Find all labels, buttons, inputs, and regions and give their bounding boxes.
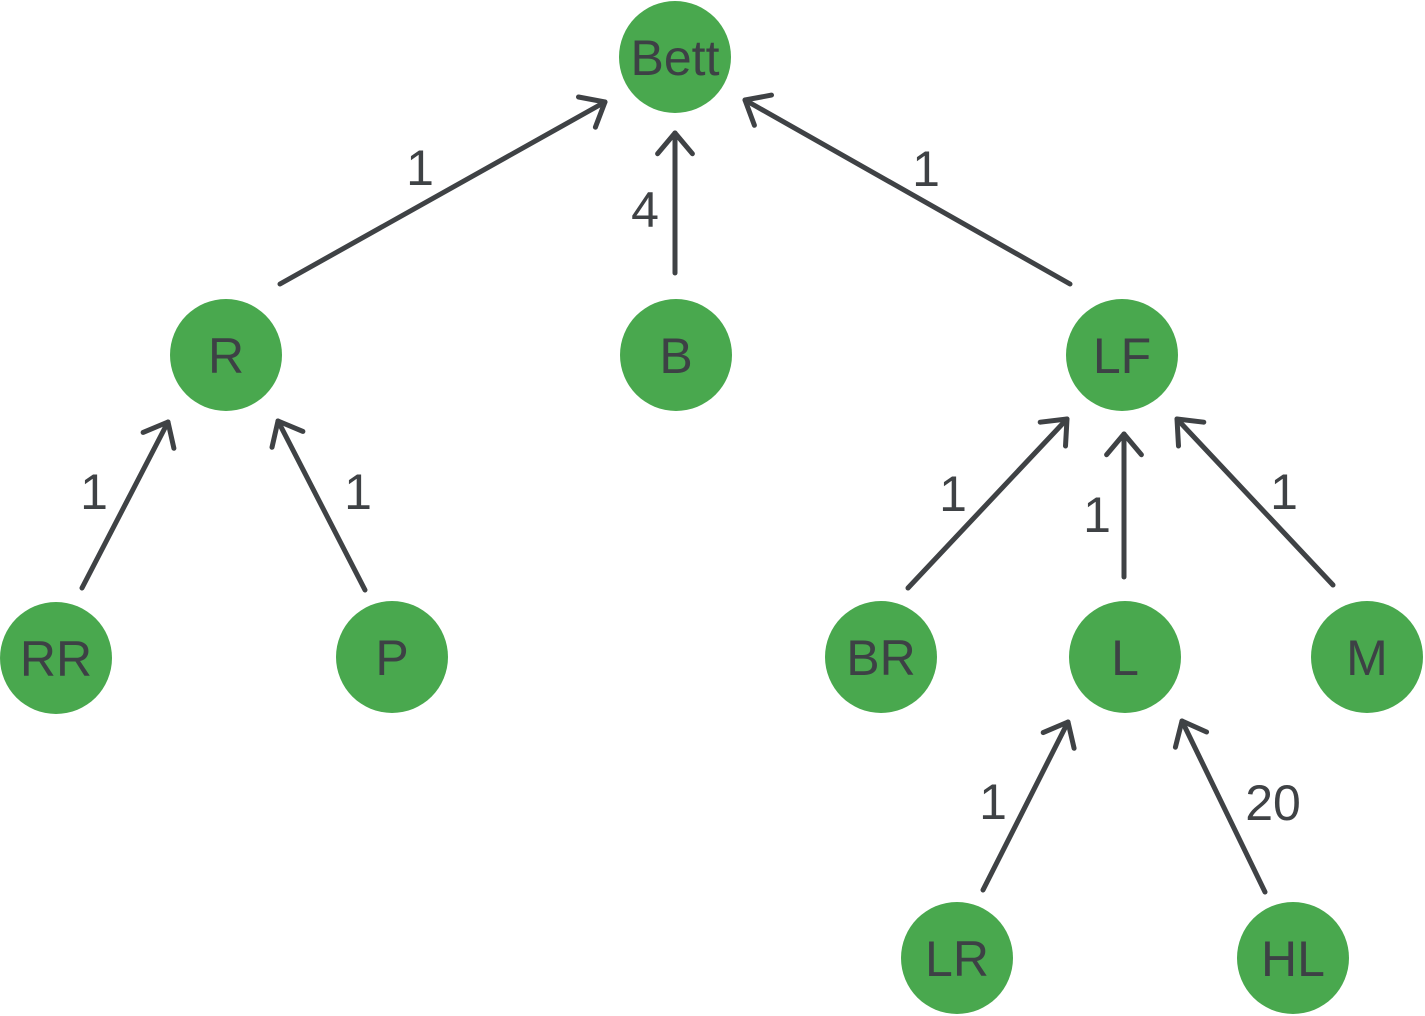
arrowhead-icon <box>576 94 608 130</box>
edge-line <box>79 419 171 591</box>
node-circle[interactable] <box>1069 601 1181 713</box>
node-label: M <box>1346 630 1388 686</box>
node-circle[interactable] <box>825 601 937 713</box>
edge-LR-to-L: 1 <box>979 719 1077 893</box>
edge-line <box>1179 718 1268 895</box>
node-circle[interactable] <box>620 299 732 411</box>
node-LF[interactable]: LF <box>1066 299 1178 411</box>
edge-line <box>275 418 368 593</box>
edge-weight-label: 1 <box>939 466 967 522</box>
node-label: P <box>375 630 408 686</box>
node-Bett[interactable]: Bett <box>619 1 731 113</box>
node-label: HL <box>1261 931 1325 987</box>
arrowhead-icon <box>655 130 695 157</box>
arrowhead-icon <box>1104 431 1144 458</box>
node-label: LF <box>1093 328 1151 384</box>
node-label: L <box>1111 630 1139 686</box>
edge-R-to-Bett: 1 <box>277 94 608 287</box>
node-L[interactable]: L <box>1069 601 1181 713</box>
node-M[interactable]: M <box>1311 601 1423 713</box>
edge-line <box>742 97 1073 287</box>
node-label: BR <box>846 630 915 686</box>
edge-B-to-Bett: 4 <box>631 130 695 276</box>
node-B[interactable]: B <box>620 299 732 411</box>
edge-L-to-LF: 1 <box>1083 431 1144 580</box>
edge-line <box>1174 416 1336 588</box>
edge-M-to-LF: 1 <box>1174 416 1336 588</box>
node-HL[interactable]: HL <box>1237 902 1349 1014</box>
edge-weight-label: 1 <box>1270 464 1298 520</box>
arrowhead-icon <box>1040 719 1077 751</box>
edge-HL-to-L: 20 <box>1172 718 1301 895</box>
arrowhead-icon <box>742 92 774 128</box>
arrowhead-icon <box>1037 416 1070 449</box>
node-label: LR <box>925 931 989 987</box>
node-R[interactable]: R <box>170 299 282 411</box>
edge-weight-label: 1 <box>1083 487 1111 543</box>
edge-LF-to-Bett: 1 <box>742 92 1073 287</box>
node-circle[interactable] <box>1066 299 1178 411</box>
node-circle[interactable] <box>619 1 731 113</box>
edge-weight-label: 1 <box>80 464 108 520</box>
edge-weight-label: 1 <box>406 140 434 196</box>
edge-BR-to-LF: 1 <box>905 416 1070 591</box>
node-circle[interactable] <box>336 601 448 713</box>
node-label: B <box>659 328 692 384</box>
node-P[interactable]: P <box>336 601 448 713</box>
node-circle[interactable] <box>0 602 112 714</box>
edge-weight-label: 1 <box>912 141 940 197</box>
arrowhead-icon <box>1174 416 1207 449</box>
edge-weight-label: 1 <box>979 774 1007 830</box>
node-label: RR <box>20 631 92 687</box>
node-LR[interactable]: LR <box>901 902 1013 1014</box>
edge-line <box>277 99 608 287</box>
node-circle[interactable] <box>1311 601 1423 713</box>
node-label: Bett <box>631 30 720 86</box>
node-circle[interactable] <box>170 299 282 411</box>
arrowhead-icon <box>140 419 177 451</box>
node-BR[interactable]: BR <box>825 601 937 713</box>
arrowhead-icon <box>1172 718 1210 750</box>
edge-weight-label: 20 <box>1245 775 1301 831</box>
edge-weight-label: 1 <box>344 464 372 520</box>
edge-line <box>905 416 1070 591</box>
edge-P-to-R: 1 <box>269 418 372 593</box>
node-label: R <box>208 328 244 384</box>
edge-line <box>980 719 1071 893</box>
node-circle[interactable] <box>901 902 1013 1014</box>
arrowhead-icon <box>269 418 306 450</box>
node-RR[interactable]: RR <box>0 602 112 714</box>
edge-weight-label: 4 <box>631 182 659 238</box>
edge-RR-to-R: 1 <box>79 419 177 591</box>
node-circle[interactable] <box>1237 902 1349 1014</box>
